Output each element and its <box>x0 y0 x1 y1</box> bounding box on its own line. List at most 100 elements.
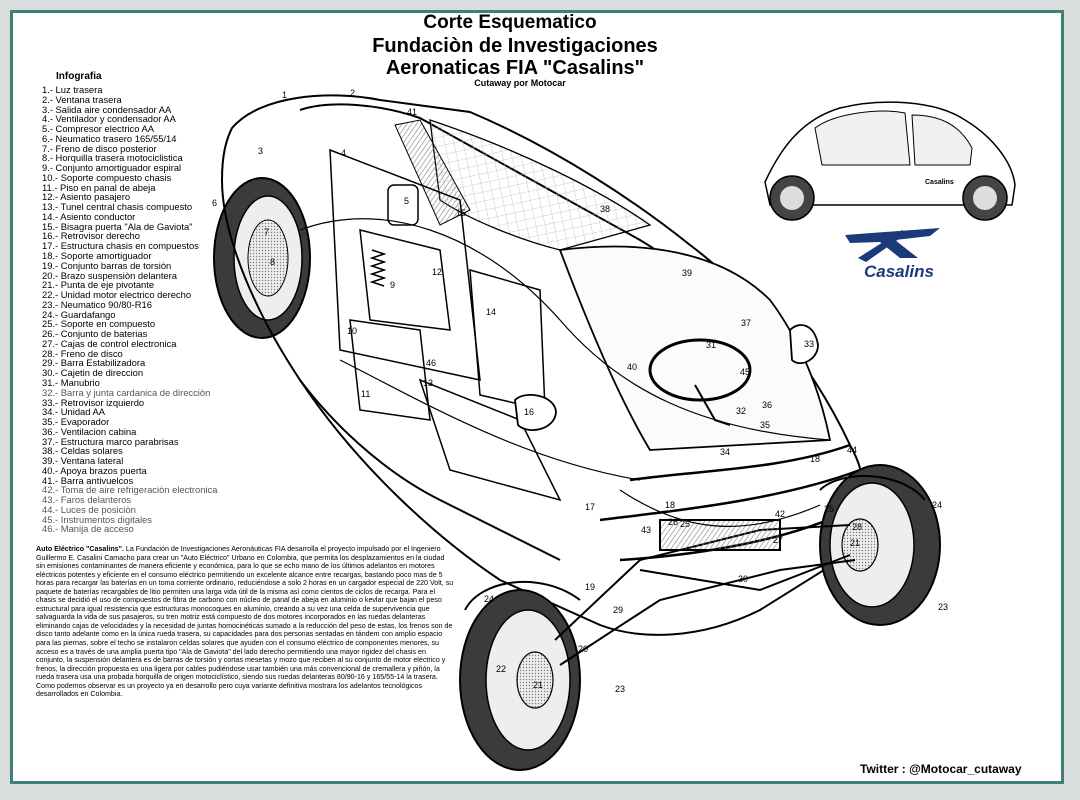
legend-item: 13.- Tunel central chasis compuesto <box>42 201 193 213</box>
callout-32: 32 <box>736 406 746 416</box>
front-right-fender <box>819 475 926 501</box>
callout-29: 29 <box>613 605 623 615</box>
legend-item: 31.- Manubrio <box>42 376 100 388</box>
ac-compressor <box>387 184 419 226</box>
legend-item: 40.- Apoya brazos puerta <box>42 464 147 476</box>
windshield <box>558 245 832 451</box>
legend-item: 22.- Unidad motor electrico derecho <box>42 289 192 301</box>
callout-5: 5 <box>404 196 409 206</box>
legend-item: 38.- Celdas solares <box>42 445 123 457</box>
side-view-thumbnail: Casalins <box>764 101 1016 221</box>
legend-item: 43.- Faros delanteros <box>42 494 132 506</box>
legend-item: 27.- Cajas de control electronica <box>42 337 177 349</box>
front-left-wheel <box>459 589 581 771</box>
callout-4: 4 <box>341 148 346 158</box>
legend-item: 34.- Unidad AA <box>42 406 106 418</box>
callout-23a: 23 <box>615 684 625 694</box>
callout-6: 6 <box>212 198 217 208</box>
legend-item: 20.- Brazo suspensiòn delantera <box>42 269 177 281</box>
legend-item: 44.- Luces de posiciòn <box>42 503 136 515</box>
wiring <box>299 218 831 527</box>
callout-11: 11 <box>361 389 370 399</box>
callout-21a: 21 <box>533 680 543 690</box>
callout-31: 31 <box>706 340 716 350</box>
callout-16: 16 <box>524 407 534 417</box>
callout-42: 42 <box>775 509 785 519</box>
legend-item: 21.- Punta de eje pivotante <box>42 279 155 291</box>
legend-title: Infografia <box>56 71 102 82</box>
legend-item: 37.- Estructura marco parabrisas <box>42 435 179 447</box>
rear-shock-spring <box>369 249 387 287</box>
legend-item: 26.- Conjunto de baterias <box>42 328 148 340</box>
solar-cells <box>429 119 652 251</box>
description-body: La Fundación de Investigaciones Aeronáut… <box>36 545 454 682</box>
callout-20: 20 <box>578 644 588 654</box>
callout-28: 28 <box>852 522 862 532</box>
description-lead: Auto Eléctrico "Casalins". <box>36 545 124 553</box>
callout-25a: 25 <box>824 504 834 514</box>
legend-item: 10.- Soporte compuesto chasis <box>42 171 172 183</box>
legend-item: 36.- Ventilacion cabina <box>42 425 137 437</box>
legend-item: 46.- Manija de acceso <box>42 523 134 535</box>
description-closing: Como podemos observar es un proyecto ya … <box>36 681 423 699</box>
description-paragraph: Auto Eléctrico "Casalins". La Fundación … <box>36 545 454 699</box>
callout-40: 40 <box>627 362 637 372</box>
legend-item: 5.- Compresor electrico AA <box>42 123 155 135</box>
callout-38: 38 <box>600 204 610 214</box>
legend-item: 14.- Asiento conductor <box>42 210 136 222</box>
callout-33: 33 <box>804 339 814 349</box>
right-mirror <box>514 394 557 431</box>
left-mirror <box>789 324 819 365</box>
legend-item: 4.- Ventilador y condensador AA <box>42 113 176 125</box>
legend-item: 8.- Horquilla trasera motociclistica <box>42 152 183 164</box>
legend-item: 15.- Bisagra puerta "Ala de Gaviota" <box>42 220 193 232</box>
callout-41: 41 <box>407 107 417 117</box>
page-title: Corte Esquematico <box>423 12 597 33</box>
legend-item: 16.- Retrovisor derecho <box>42 230 140 242</box>
twitter-handle[interactable]: Twitter : @Motocar_cutaway <box>860 762 1022 776</box>
callout-23b: 23 <box>938 602 948 612</box>
callout-25b: 25 <box>680 519 690 529</box>
legend-item: 19.- Conjunto barras de torsiòn <box>42 259 172 271</box>
legend-item: 9.- Conjunto amortiguador espiral <box>42 162 182 174</box>
callout-24b: 24 <box>932 500 942 510</box>
callout-1: 1 <box>282 90 287 100</box>
legend-item: 12.- Asiento pasajero <box>42 191 131 203</box>
callout-21b: 21 <box>850 538 860 548</box>
legend-item: 41.- Barra antivuelcos <box>42 474 134 486</box>
cutaway-credit: Cutaway por Motocar <box>474 78 566 88</box>
callout-18b: 18 <box>810 454 820 464</box>
legend-item: 6.- Neumatico trasero 165/55/14 <box>42 132 177 144</box>
legend-item: 45.- Instrumentos digitales <box>42 513 152 525</box>
callout-7: 7 <box>264 227 269 237</box>
legend-item: 11.- Piso en panal de abeja <box>42 181 156 193</box>
brand-logo-text: Casalins <box>864 262 934 281</box>
callout-14: 14 <box>486 307 496 317</box>
callout-26: 26 <box>668 517 678 527</box>
callout-9: 9 <box>390 280 395 290</box>
front-left-fender <box>464 580 581 611</box>
legend-list: 1.- Luz trasera 2.- Ventana trasera 3.- … <box>42 85 282 534</box>
callout-18a: 18 <box>665 500 675 510</box>
callout-3: 3 <box>258 146 263 156</box>
legend-item: 3.- Salida aire condensador AA <box>42 103 172 115</box>
legend-item: 32.- Barra y junta cardanica de direcciò… <box>42 386 211 398</box>
legend-item: 42.- Toma de aire refrigeraciòn electron… <box>42 484 218 496</box>
callouts: 1 2 3 4 5 6 7 8 9 10 11 12 13 14 15 16 1… <box>212 88 948 694</box>
org-title-line2: Aeronaticas FIA "Casalins" <box>385 57 645 79</box>
org-title-line1: Fundaciòn de Investigaciones <box>372 35 658 57</box>
callout-27: 27 <box>773 535 783 545</box>
callout-8: 8 <box>270 257 275 267</box>
legend-item: 39.- Ventana lateral <box>42 455 124 467</box>
legend-item: 17.- Estructura chasis en compuestos <box>42 240 199 252</box>
legend-item: 35.- Evaporador <box>42 416 110 428</box>
rear-wheel <box>213 177 311 339</box>
callout-37: 37 <box>741 318 751 328</box>
side-view-brand: Casalins <box>925 179 954 186</box>
legend-item: 18.- Soporte amortiguador <box>42 250 152 262</box>
legend-item: 28.- Freno de disco <box>42 347 123 359</box>
callout-45: 45 <box>740 367 750 377</box>
legend-item: 25.- Soporte en compuesto <box>42 318 156 330</box>
callout-17: 17 <box>585 502 595 512</box>
legend-item: 2.- Ventana trasera <box>42 93 122 105</box>
